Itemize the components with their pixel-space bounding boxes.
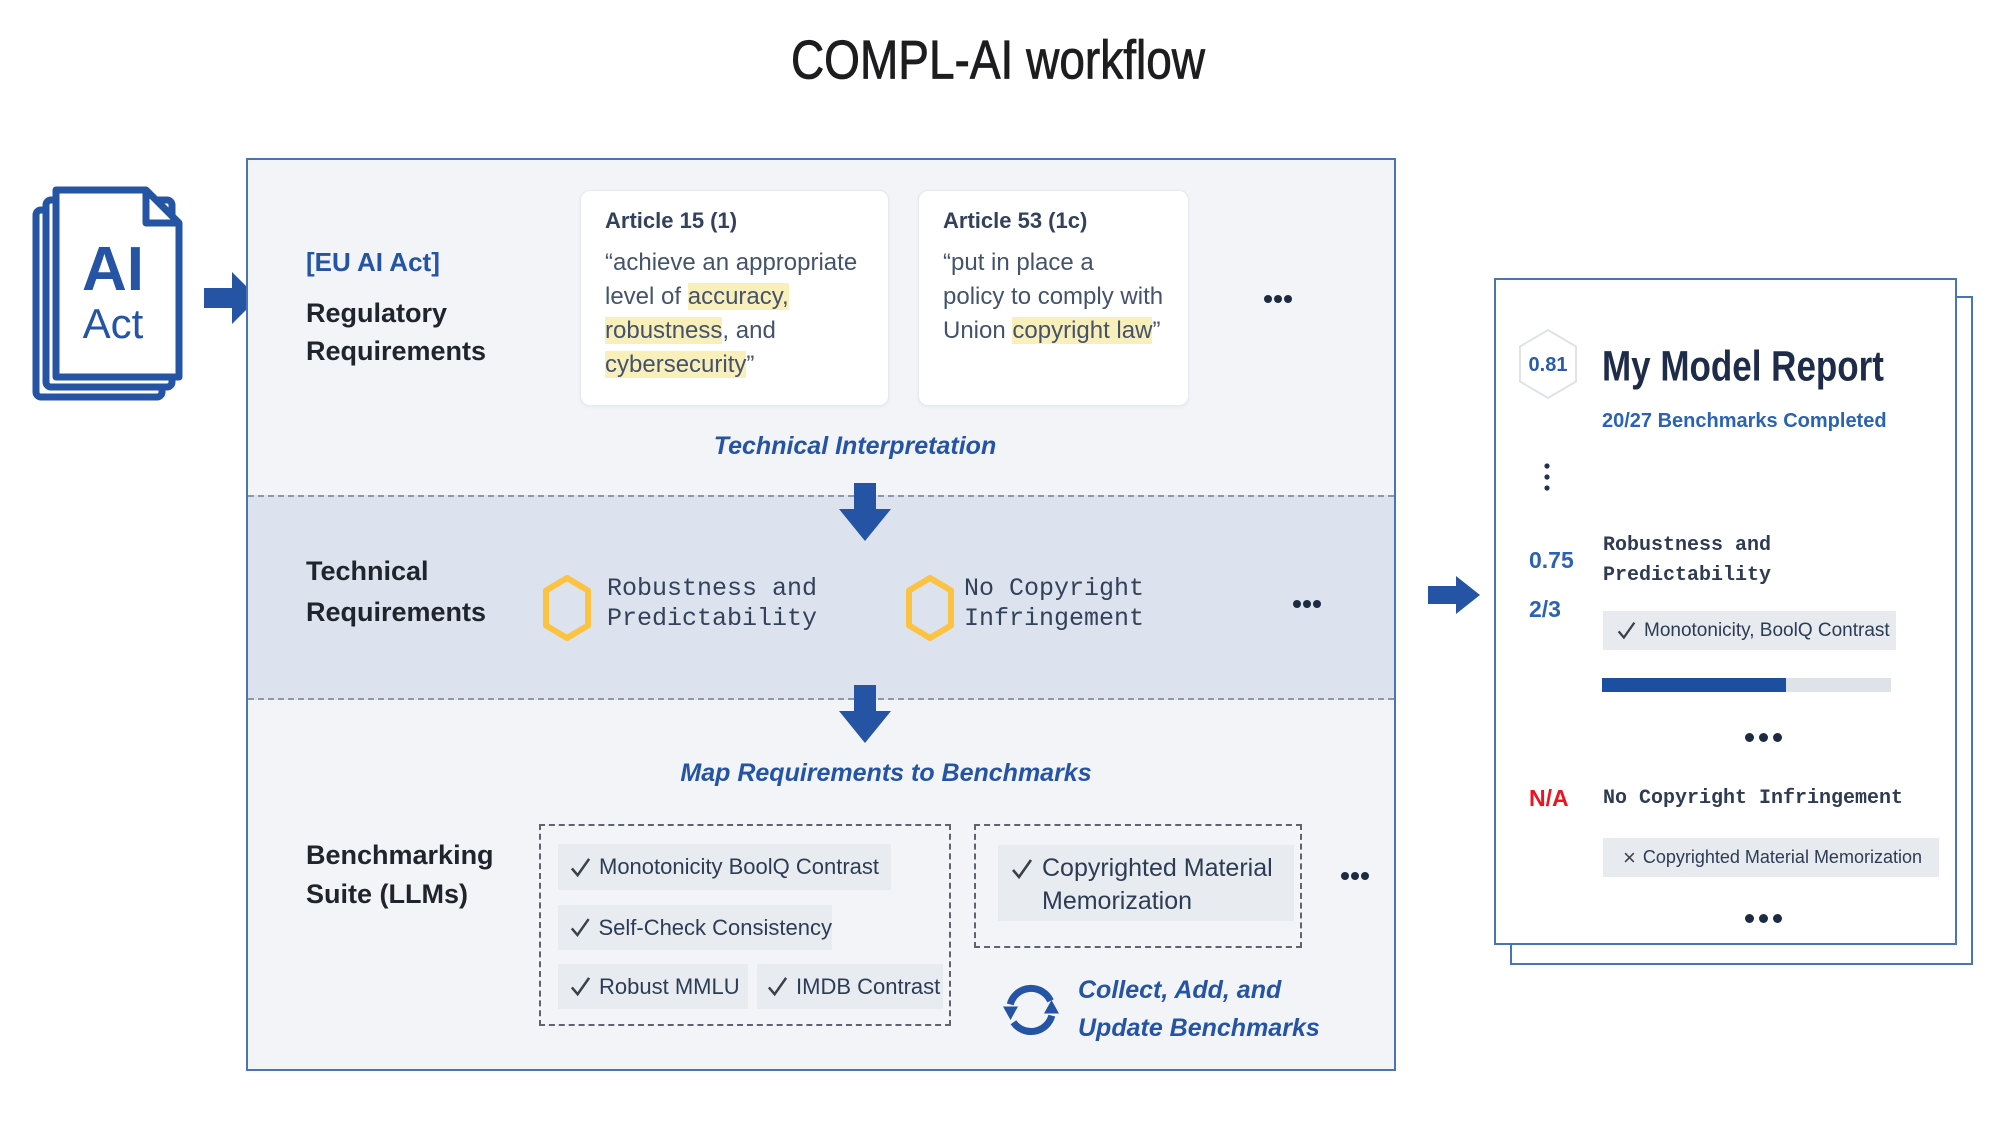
svg-text:AI: AI xyxy=(82,235,144,304)
svg-text:Act: Act xyxy=(83,300,144,347)
svg-text:0.81: 0.81 xyxy=(1529,354,1568,376)
